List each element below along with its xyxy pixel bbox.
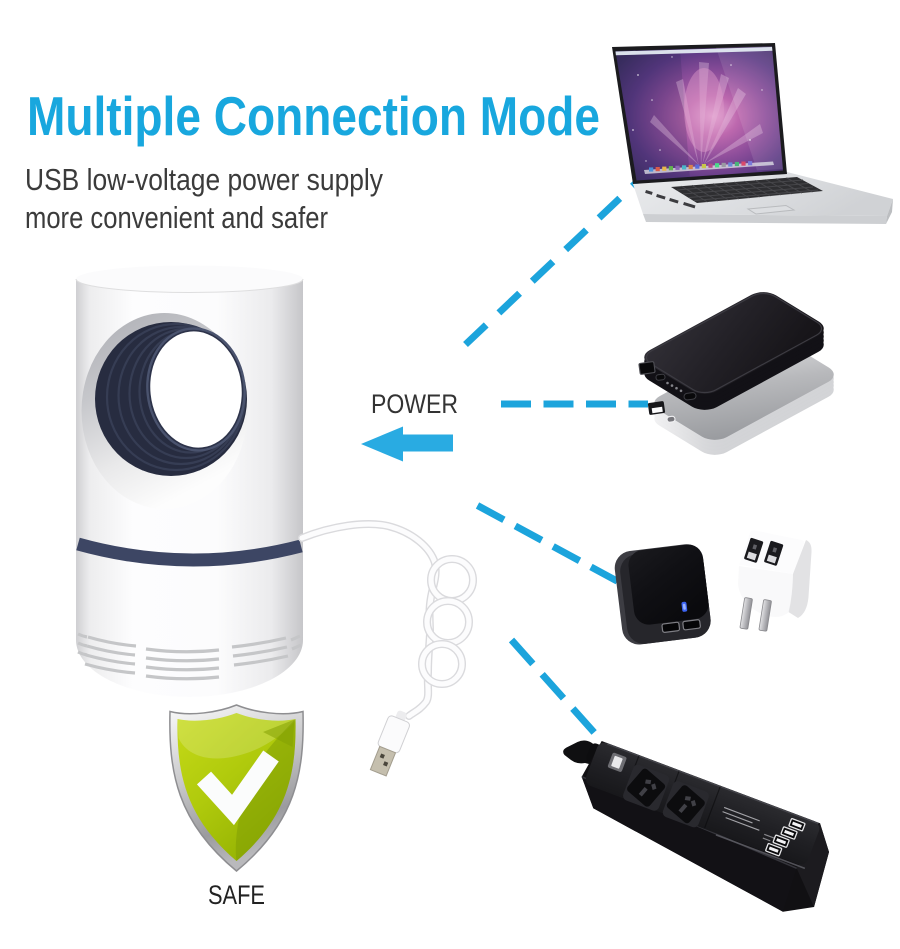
svg-text:SAFE: SAFE (208, 880, 265, 910)
svg-text:Multiple Connection Mode: Multiple Connection Mode (27, 85, 600, 147)
svg-text:more convenient and safer: more convenient and safer (25, 200, 328, 235)
svg-text:USB low-voltage power supply: USB low-voltage power supply (25, 162, 383, 197)
svg-text:POWER: POWER (371, 389, 458, 419)
